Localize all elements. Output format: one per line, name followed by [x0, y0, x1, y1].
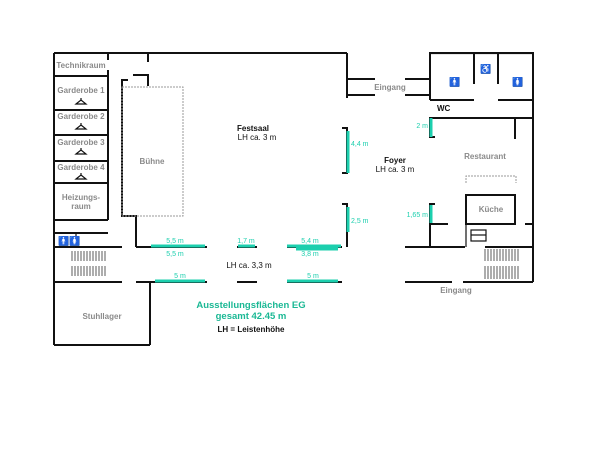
measure-label: 4,4 m [351, 141, 369, 148]
legend-total: gesamt 42.45 m [216, 311, 287, 322]
room-garderobe-4: Garderobe 4 [57, 163, 105, 172]
wheelchair-icon: ♿ [480, 63, 491, 74]
measure-label: 5 m [307, 273, 319, 280]
label-eingang-top: Eingang [374, 83, 406, 92]
foyer-lh: LH ca. 3 m [376, 165, 415, 174]
label-eingang-bottom: Eingang [440, 286, 472, 295]
measure-label: 5,5 m [166, 238, 184, 245]
room-restaurant: Restaurant [464, 152, 506, 161]
measure-label: 1,7 m [237, 238, 255, 245]
room-heizungsraum-2: raum [71, 202, 91, 211]
room-heizungsraum: Heizungs- [62, 193, 101, 202]
measure-label: 2,5 m [351, 218, 369, 225]
measure-label: 5,4 m [301, 238, 319, 245]
hall-festsaal: Festsaal [237, 124, 269, 133]
room-garderobe-3: Garderobe 3 [57, 138, 105, 147]
measure-label: 5,5 m [166, 251, 184, 258]
room-buehne: Bühne [140, 157, 165, 166]
toilet-women-icon: 🚺 [512, 76, 523, 87]
label-wc: WC [437, 104, 451, 113]
measure-label: 5 m [174, 273, 186, 280]
room-kueche: Küche [479, 205, 504, 214]
corridor-lh: LH ca. 3,3 m [226, 261, 272, 270]
room-garderobe-1: Garderobe 1 [57, 86, 105, 95]
room-technikraum: Technikraum [56, 61, 105, 70]
hanger-icon [74, 98, 88, 180]
measure-label: 3,8 m [301, 251, 319, 258]
legend-lh-note: LH = Leistenhöhe [218, 325, 285, 334]
toilet-people-icon: 🚹🚺 [58, 235, 80, 246]
measure-label: 2 m [416, 123, 428, 130]
stairs [71, 249, 519, 279]
measure-label: 1,65 m [407, 212, 429, 219]
exhibition-walls [151, 118, 433, 283]
legend-title: Ausstellungsflächen EG [196, 300, 305, 311]
hall-foyer: Foyer [384, 156, 406, 165]
festsaal-lh: LH ca. 3 m [238, 133, 277, 142]
room-stuhllager: Stuhllager [82, 312, 121, 321]
room-garderobe-2: Garderobe 2 [57, 112, 105, 121]
toilet-men-icon: 🚹 [449, 76, 460, 87]
